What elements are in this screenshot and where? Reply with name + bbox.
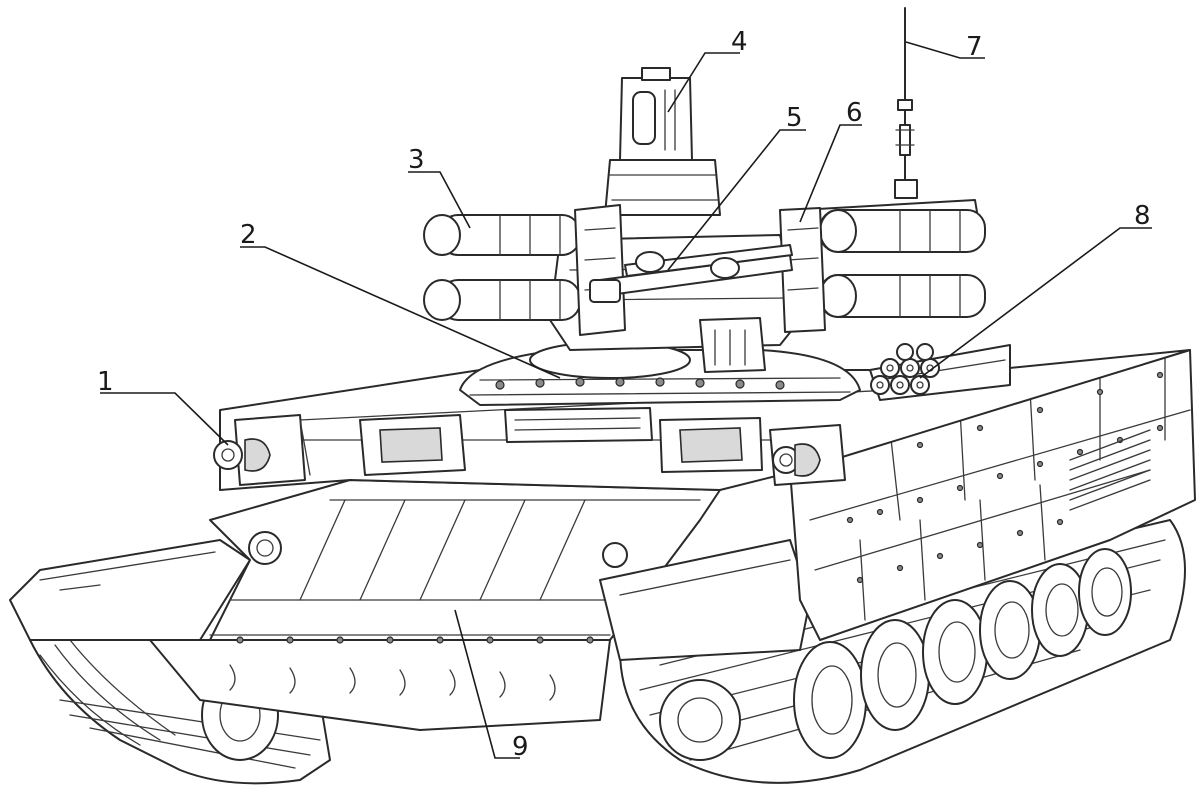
hull <box>9 479 811 731</box>
left-missile-launcher <box>423 204 626 336</box>
callout-2: 2 <box>240 220 257 250</box>
hull-hatches <box>359 407 763 476</box>
left-gun-mount <box>213 414 311 486</box>
callout-labels: 1 2 3 4 5 6 7 8 9 <box>97 27 1151 762</box>
callout-7: 7 <box>966 32 983 62</box>
callout-1: 1 <box>97 367 114 397</box>
road-wheels <box>659 548 1132 761</box>
callout-3: 3 <box>408 145 425 175</box>
callout-5: 5 <box>786 103 803 133</box>
callout-8: 8 <box>1134 201 1151 231</box>
twin-cannons <box>589 244 793 303</box>
callout-6: 6 <box>846 98 863 128</box>
callout-4: 4 <box>731 27 748 57</box>
sight-unit <box>619 67 693 161</box>
leader-lines <box>100 41 1152 759</box>
right-missile-launcher <box>779 199 986 333</box>
antenna <box>894 7 918 199</box>
callout-9: 9 <box>512 732 529 762</box>
right-gun-mount <box>769 424 846 486</box>
